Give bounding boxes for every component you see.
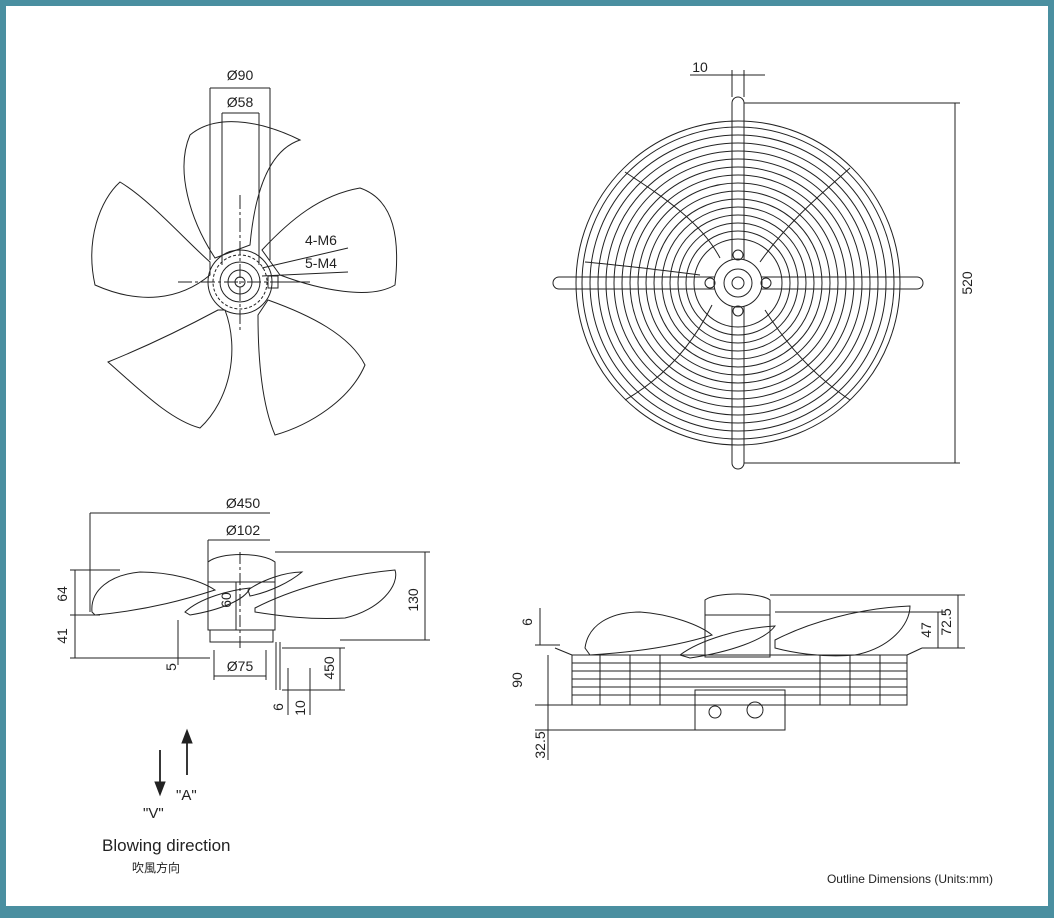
front-view — [91, 87, 398, 436]
grille-blade — [624, 304, 713, 401]
dim-hub-dia: Ø102 — [226, 522, 260, 538]
grille-view — [552, 70, 960, 470]
dim-bar-width: 10 — [692, 59, 708, 75]
mount-hole — [732, 249, 744, 261]
label-v: "V" — [143, 805, 164, 822]
dim-grille-height: 520 — [959, 271, 975, 295]
grille-blade — [764, 309, 851, 401]
grille-hub-inner — [723, 268, 753, 298]
dim-h-b: 72.5 — [938, 608, 954, 635]
dim-screw-a: 4-M6 — [305, 232, 337, 248]
blade — [107, 309, 233, 429]
grille-ring — [581, 126, 895, 440]
grille-ring — [605, 150, 871, 416]
dim-top-gap: 6 — [519, 618, 535, 626]
cable-gland — [746, 701, 764, 719]
dim-shaft-dia: Ø75 — [227, 658, 254, 674]
blade — [257, 299, 366, 436]
mount-hole — [732, 305, 744, 317]
blade — [91, 181, 211, 298]
grille-blade — [584, 261, 701, 276]
side-blade-left — [91, 571, 217, 616]
grille-ring — [661, 206, 815, 360]
grille-ring — [645, 190, 831, 376]
mount-hole — [760, 277, 772, 289]
blowing-caption-cn: 吹風方向 — [132, 860, 180, 875]
side-blade-right2 — [247, 571, 304, 597]
grille-ring — [653, 198, 823, 368]
arrow-up-head-icon — [181, 728, 193, 744]
assy-blade-left — [584, 611, 714, 656]
grille-shaft — [731, 276, 745, 290]
blowing-caption: Blowing direction — [102, 836, 231, 855]
dim-h-lower: 41 — [54, 628, 70, 644]
guard-flange — [906, 647, 923, 656]
grille-blade — [759, 167, 851, 263]
dim-blade-dia: Ø450 — [226, 495, 260, 511]
guard-cage — [571, 654, 908, 706]
grille-ring — [613, 158, 863, 408]
dim-hub-outer: Ø90 — [227, 67, 254, 83]
blade — [261, 187, 398, 293]
footer-note: Outline Dimensions (Units:mm) — [827, 872, 993, 886]
grille-ring — [693, 238, 783, 328]
dim-offset: 5 — [163, 663, 179, 671]
assy-motor-body — [704, 614, 771, 658]
blade — [183, 121, 302, 259]
grille-ring — [669, 214, 807, 352]
drawing-sheet — [6, 6, 1048, 906]
leader-5m4 — [261, 271, 349, 277]
arrow-down-head-icon — [154, 781, 166, 797]
grille-blade — [624, 171, 721, 259]
dim-h-hub: 60 — [218, 592, 234, 608]
assembly-view — [535, 593, 965, 760]
grille-ring — [589, 134, 887, 432]
leader-4m6 — [261, 247, 349, 269]
dim-depth: 90 — [509, 672, 525, 688]
dim-hub-inner: Ø58 — [227, 94, 254, 110]
grille-ring — [597, 142, 879, 424]
blowing-direction — [154, 728, 193, 797]
guard-flange — [554, 647, 573, 656]
grille-hub — [713, 258, 763, 308]
dim-h-total: 130 — [405, 588, 421, 612]
motor-top — [207, 554, 276, 582]
grille-ring — [685, 230, 791, 336]
dim-h-upper: 64 — [54, 586, 70, 602]
dim-lead-len: 450 — [321, 656, 337, 680]
assy-motor-top — [704, 593, 771, 615]
dim-h-a: 47 — [918, 622, 934, 638]
dim-bottom: 32.5 — [532, 731, 548, 758]
motor-flange — [209, 629, 274, 643]
terminal-screw — [708, 705, 722, 719]
side-blade-right — [254, 569, 397, 620]
grille-ring — [637, 182, 839, 384]
grille-ring — [621, 166, 855, 400]
dim-lead-a: 6 — [270, 703, 286, 711]
grille-ring — [677, 222, 799, 344]
side-view — [70, 512, 430, 715]
dim-screw-b: 5-M4 — [305, 255, 337, 271]
grille-ring — [575, 120, 901, 446]
grille-ring — [629, 174, 847, 392]
terminal-housing — [694, 689, 786, 731]
assy-blade-mid — [678, 625, 777, 659]
mount-hole — [704, 277, 716, 289]
assy-blade-right — [774, 605, 911, 657]
dim-lead-b: 10 — [292, 700, 308, 716]
label-a: "A" — [176, 787, 197, 804]
